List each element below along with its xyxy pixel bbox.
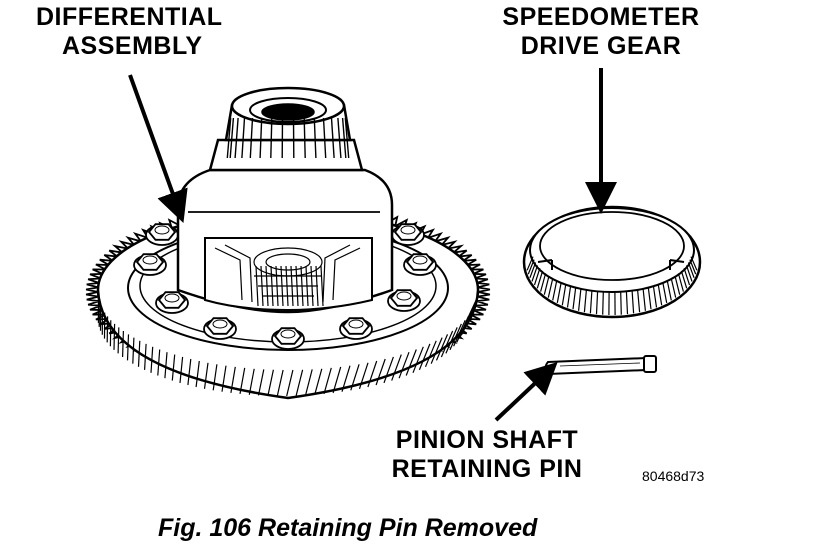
bearing-rollers bbox=[226, 117, 350, 159]
leader-arrows bbox=[128, 68, 617, 422]
figure-reference-code: 80468d73 bbox=[642, 468, 705, 484]
figure-caption: Fig. 106 Retaining Pin Removed bbox=[158, 514, 538, 542]
speedometer-label-line1: SPEEDOMETER bbox=[502, 3, 700, 31]
differential-label-line2: ASSEMBLY bbox=[62, 32, 203, 60]
differential-case bbox=[176, 168, 394, 314]
speedometer-drive-gear bbox=[522, 205, 702, 319]
pinion-label-line1: PINION SHAFT bbox=[395, 426, 579, 454]
ring-gear-bolts bbox=[133, 223, 437, 350]
pinion-shaft-retaining-pin bbox=[544, 355, 657, 376]
pinion-gear-teeth bbox=[255, 265, 324, 307]
differential-label-line1: DIFFERENTIAL bbox=[36, 3, 223, 31]
differential-leader-arrow bbox=[128, 74, 188, 224]
pinion-label-line2: RETAINING PIN bbox=[391, 455, 583, 483]
pinion-shaft-retaining-pin-label: PINION SHAFT RETAINING PIN bbox=[384, 426, 590, 484]
speedometer-label-line2: DRIVE GEAR bbox=[520, 32, 682, 60]
speedometer-drive-gear-label: SPEEDOMETER DRIVE GEAR bbox=[492, 3, 710, 61]
speedometer-gear-teeth bbox=[526, 256, 698, 316]
ring-gear-face-hatching bbox=[97, 296, 479, 397]
case-bearing bbox=[208, 86, 364, 172]
pinion-leader-arrow bbox=[494, 362, 558, 422]
differential-assembly-label: DIFFERENTIAL ASSEMBLY bbox=[36, 3, 223, 61]
